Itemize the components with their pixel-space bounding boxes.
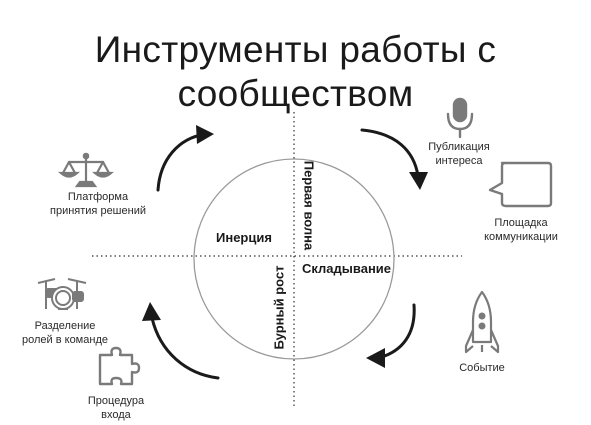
rocket-icon: [464, 290, 500, 354]
tool-label-event: Событие: [459, 362, 505, 374]
arrow-top-right-head: [409, 172, 428, 190]
microphone-icon: [446, 97, 474, 139]
quadrant-label-inertia: Инерция: [216, 230, 272, 245]
puzzle-piece-icon: [98, 346, 141, 386]
quadrant-label-rapid-growth: Бурный рост: [271, 265, 287, 350]
arrow-bottom-left: [150, 316, 220, 380]
tool-label-roles: Разделение ролей в команде: [22, 320, 108, 346]
arrow-bottom-right-head: [366, 348, 385, 368]
tool-label-entry: Процедура входа: [87, 395, 145, 421]
quadrant-label-folding: Складывание: [302, 261, 392, 276]
quadrant-label-first-wave: Первая волна: [301, 160, 317, 251]
arrow-bottom-left-head: [142, 302, 161, 321]
page-title-line-2: сообществом: [177, 73, 414, 114]
arrow-top-left-head: [196, 125, 214, 144]
tool-label-platform: Платформа принятия решений: [50, 191, 146, 217]
speech-bubble-icon: [488, 161, 553, 208]
arrow-top-right: [360, 128, 420, 178]
cycle-circle: [193, 158, 395, 360]
page-title-line-1: Инструменты работы с: [94, 29, 497, 70]
scales-icon: [58, 152, 114, 188]
tool-label-publication: Публикация интереса: [428, 141, 490, 167]
drum-kit-icon: [37, 278, 87, 310]
tool-label-communication: Площадка коммуникации: [484, 217, 558, 243]
